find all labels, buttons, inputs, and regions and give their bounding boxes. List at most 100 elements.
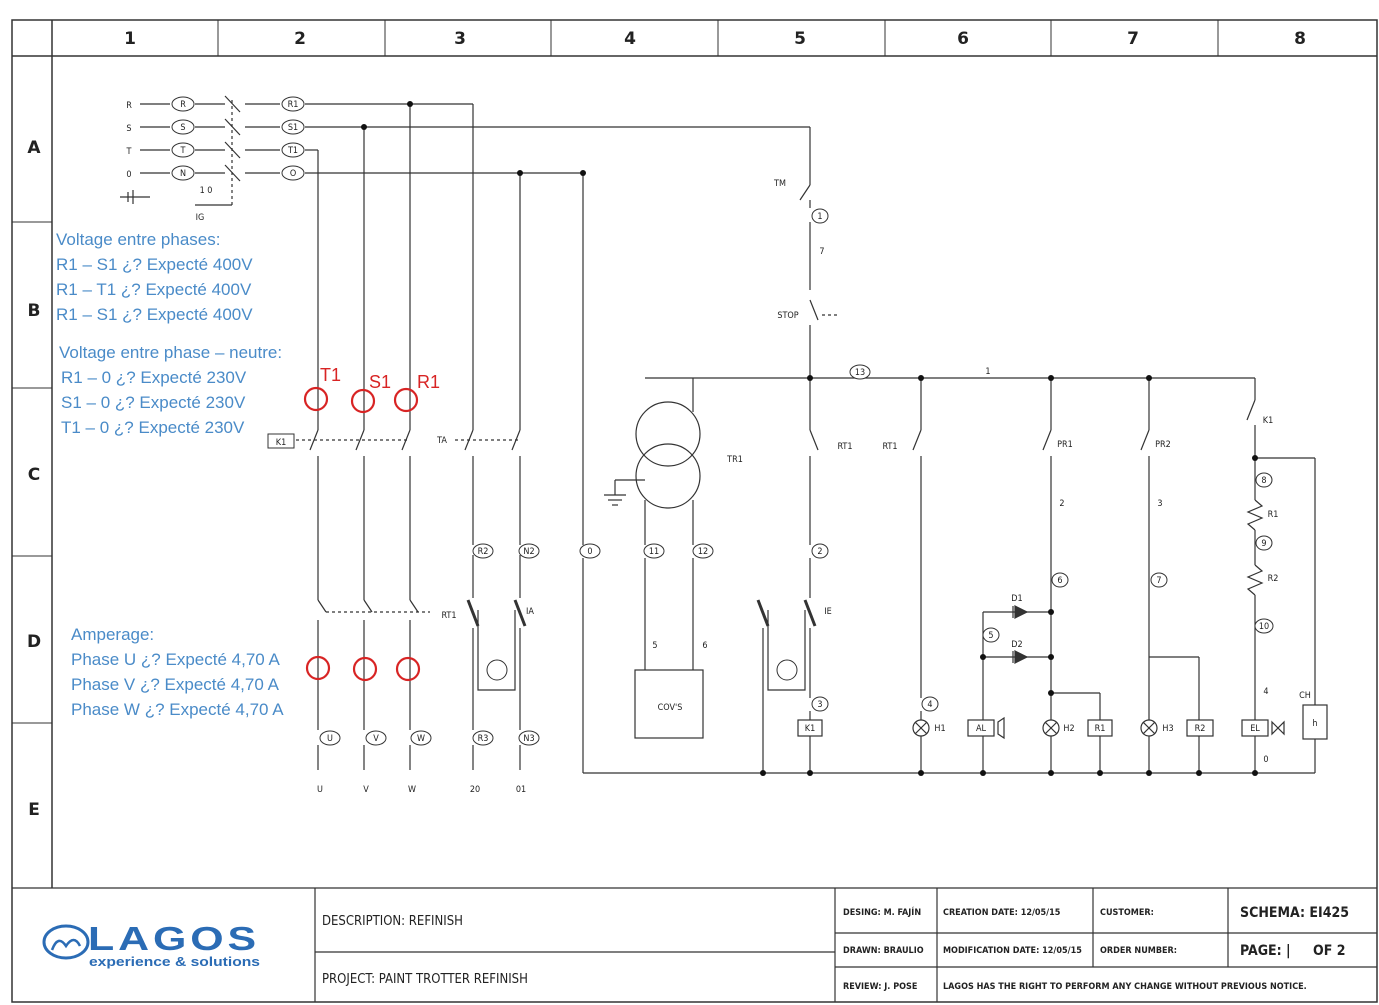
- terminal-2: 2: [1059, 499, 1064, 509]
- measurement-circles: [303, 386, 421, 682]
- terminal-5: 5: [652, 641, 657, 651]
- column-label-6: 6: [957, 29, 969, 49]
- wire-7: 7: [1156, 576, 1161, 586]
- page-of-field: OF 2: [1313, 943, 1345, 959]
- tm-label: TM: [773, 179, 786, 189]
- terminal-20: 20: [470, 785, 480, 795]
- terminal-u: U: [317, 785, 323, 795]
- row-label-d: D: [27, 632, 41, 652]
- title-block: [12, 887, 1377, 1002]
- ch-label: CH: [1299, 691, 1311, 701]
- link-1: 1: [985, 367, 990, 377]
- terminal-0: 0: [1263, 755, 1268, 765]
- column-label-4: 4: [624, 29, 636, 49]
- voltage-phase-line-1: R1 – S1 ¿? Expecté 400V: [56, 255, 253, 274]
- ta-label: TA: [436, 436, 447, 446]
- terminal-w: W: [408, 785, 416, 795]
- column-label-3: 3: [454, 29, 466, 49]
- mark-r1: R1: [417, 372, 440, 392]
- column-label-5: 5: [794, 29, 806, 49]
- voltage-phase-line-3: R1 – S1 ¿? Expecté 400V: [56, 305, 253, 324]
- voltage-neutral-line-2: S1 – 0 ¿? Expecté 230V: [61, 393, 246, 412]
- wire-10: 10: [1259, 622, 1269, 632]
- order-number-field: ORDER NUMBER:: [1100, 946, 1177, 956]
- input-r: R: [126, 101, 132, 111]
- customer-field: CUSTOMER:: [1100, 908, 1154, 918]
- r2-relay-label: R2: [1195, 724, 1206, 734]
- wire-11: 11: [649, 547, 659, 557]
- wire-9: 9: [1261, 539, 1266, 549]
- terminal-6: 6: [702, 641, 707, 651]
- row-label-a: A: [27, 138, 41, 158]
- schema-field: SCHEMA: EI425: [1240, 905, 1349, 921]
- notice-text: LAGOS HAS THE RIGHT TO PERFORM ANY CHANG…: [943, 982, 1307, 992]
- input-t: T: [126, 147, 132, 157]
- wire-s1: S1: [288, 123, 298, 133]
- wire-12: 12: [698, 547, 708, 557]
- lagos-logo: LAGOS experience & solutions: [42, 920, 260, 969]
- amperage-line-u: Phase U ¿? Expecté 4,70 A: [71, 650, 281, 669]
- amperage-line-w: Phase W ¿? Expecté 4,70 A: [71, 700, 284, 719]
- wire-r1: R1: [288, 100, 299, 110]
- wire-r2: R2: [478, 547, 489, 557]
- wire-u: U: [327, 734, 333, 744]
- wire-n2: N2: [523, 547, 534, 557]
- voltage-phase-line-2: R1 – T1 ¿? Expecté 400V: [56, 280, 252, 299]
- wire-o: O: [290, 169, 296, 179]
- d2-label: D2: [1011, 640, 1022, 650]
- wire-2: 2: [817, 547, 822, 557]
- junction-dots: [361, 101, 1258, 776]
- column-label-7: 7: [1127, 29, 1139, 49]
- amperage-line-v: Phase V ¿? Expecté 4,70 A: [71, 675, 280, 694]
- modification-date-field: MODIFICATION DATE: 12/05/15: [943, 946, 1082, 956]
- wire-13: 13: [855, 368, 865, 378]
- timer-h-label: h: [1312, 719, 1317, 729]
- voltage-neutral-line-1: R1 – 0 ¿? Expecté 230V: [61, 368, 247, 387]
- creation-date-field: CREATION DATE: 12/05/15: [943, 908, 1061, 918]
- d1-label: D1: [1011, 594, 1022, 604]
- input-0: 0: [126, 170, 131, 180]
- k1-top-label: K1: [1263, 416, 1273, 426]
- wire-r: R: [180, 100, 186, 110]
- power-wiring: [120, 95, 1328, 774]
- column-grid: [217, 20, 1219, 56]
- design-field: DESING: M. FAJÍN: [843, 906, 921, 918]
- r1-relay-label: R1: [1095, 724, 1106, 734]
- input-s: S: [126, 124, 131, 134]
- switch-ig-label: IG: [196, 213, 205, 223]
- wire-n3: N3: [523, 734, 534, 744]
- column-label-2: 2: [294, 29, 306, 49]
- wire-3: 3: [817, 700, 822, 710]
- wire-4: 4: [927, 700, 932, 710]
- rt1-thermal-label: RT1: [441, 611, 456, 621]
- h1-label: H1: [934, 724, 945, 734]
- logo-tagline: experience & solutions: [89, 954, 260, 969]
- r2-resistor-label: R2: [1268, 574, 1279, 584]
- mark-s1: S1: [369, 372, 391, 392]
- drawn-field: DRAWN: BRAULIO: [843, 946, 924, 956]
- page-field: PAGE: |: [1240, 943, 1291, 959]
- amperage-title: Amperage:: [71, 625, 154, 644]
- sheet-frame: [11, 19, 1378, 1003]
- row-grid: [12, 221, 52, 724]
- k1-contactor-label: K1: [276, 438, 286, 448]
- wire-8: 8: [1261, 476, 1266, 486]
- row-label-b: B: [28, 301, 41, 321]
- row-label-c: C: [28, 465, 40, 485]
- voltage-phases-title: Voltage entre phases:: [56, 230, 220, 249]
- rt1-ctrl-label: RT1: [837, 442, 852, 452]
- wire-s: S: [180, 123, 185, 133]
- tr1-label: TR1: [726, 455, 743, 465]
- column-label-8: 8: [1294, 29, 1306, 49]
- wire-5: 5: [988, 631, 993, 641]
- terminal-7: 7: [819, 247, 824, 257]
- k1-coil-label: K1: [805, 724, 815, 734]
- pr1-label: PR1: [1057, 440, 1073, 450]
- voltage-neutral-title: Voltage entre phase – neutre:: [59, 343, 282, 362]
- column-label-1: 1: [124, 29, 136, 49]
- mark-t1: T1: [320, 365, 341, 385]
- voltage-neutral-line-3: T1 – 0 ¿? Expecté 230V: [61, 418, 245, 437]
- description-field: DESCRIPTION: REFINISH: [322, 914, 463, 929]
- el-label: EL: [1250, 724, 1260, 734]
